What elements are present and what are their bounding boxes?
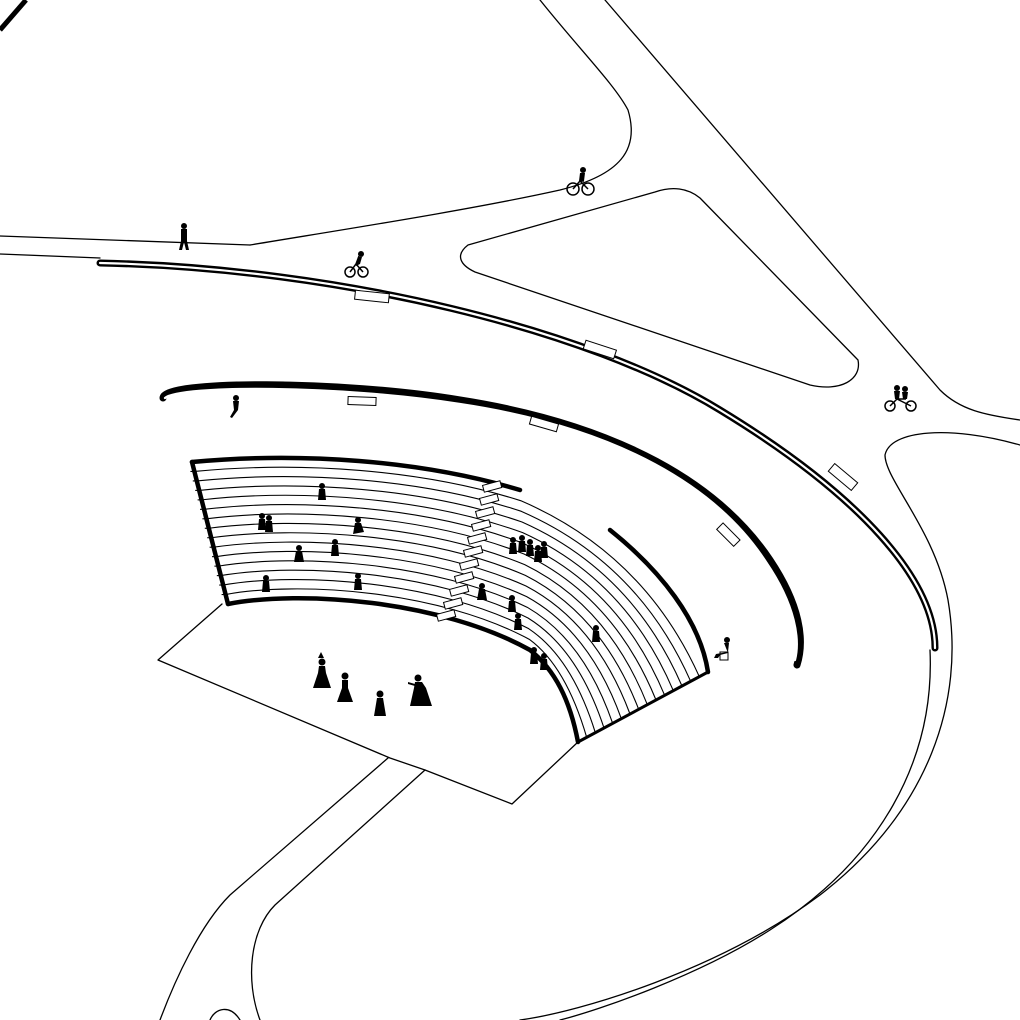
path-diagonal-right	[604, 0, 1020, 421]
aisle-steps	[435, 480, 503, 622]
seat-row	[203, 504, 666, 696]
person-icon	[230, 395, 239, 418]
seat-row	[215, 550, 622, 719]
seat-row	[208, 522, 648, 705]
path-bottom-nub	[209, 1008, 241, 1020]
person-icon	[540, 653, 548, 670]
cyclist-icon	[344, 251, 369, 278]
seat-row	[194, 466, 700, 677]
person-icon	[714, 637, 730, 661]
seat-row	[206, 513, 657, 701]
seat-row	[223, 578, 596, 733]
path-right-lower	[519, 432, 1020, 1020]
person-icon	[477, 583, 487, 600]
person-icon	[526, 539, 534, 556]
person-icon	[179, 223, 189, 250]
path-horizontal-lower	[0, 253, 101, 259]
person-icon	[509, 537, 517, 554]
seat-row	[225, 588, 588, 738]
path-inner-curve	[559, 649, 931, 1020]
person-icon	[318, 483, 326, 500]
person-icon	[354, 573, 362, 590]
person-icon	[294, 545, 304, 562]
path-bottom-left-outer	[159, 757, 389, 1020]
seat-row	[196, 476, 692, 682]
corner-line	[0, 0, 28, 32]
person-icon	[592, 625, 600, 642]
stage-platform	[157, 603, 579, 805]
person-icon	[258, 513, 266, 530]
person-icon	[353, 517, 364, 534]
seating-rows	[190, 466, 700, 738]
performer-icon	[408, 674, 432, 706]
person-icon	[262, 575, 270, 592]
path-bottom-left-inner	[251, 769, 426, 1020]
seat-row	[199, 485, 683, 687]
seat-row	[213, 541, 631, 715]
person-icon	[514, 613, 522, 630]
tandem-bicycle-icon	[884, 385, 917, 412]
person-icon	[534, 545, 542, 562]
performer-icon	[374, 690, 386, 716]
path-users	[179, 167, 917, 412]
seat-row	[218, 560, 614, 724]
path-triangle-island	[459, 187, 860, 388]
person-icon	[518, 535, 526, 552]
cyclist-icon	[566, 167, 595, 196]
person-icon	[331, 539, 339, 556]
path-horizontal-upper	[0, 235, 251, 246]
person-icon	[265, 515, 273, 532]
seat-row	[220, 569, 605, 729]
seat-row	[201, 494, 674, 691]
performer-icon	[337, 672, 353, 702]
audience	[230, 395, 730, 670]
person-icon	[508, 595, 516, 612]
path-upper-lobe	[249, 0, 632, 246]
seating-bowl	[189, 455, 711, 745]
seat-row	[211, 532, 640, 710]
performer-icon	[313, 652, 331, 688]
performers	[313, 652, 432, 716]
person-icon	[540, 541, 548, 558]
person-icon	[530, 647, 538, 664]
